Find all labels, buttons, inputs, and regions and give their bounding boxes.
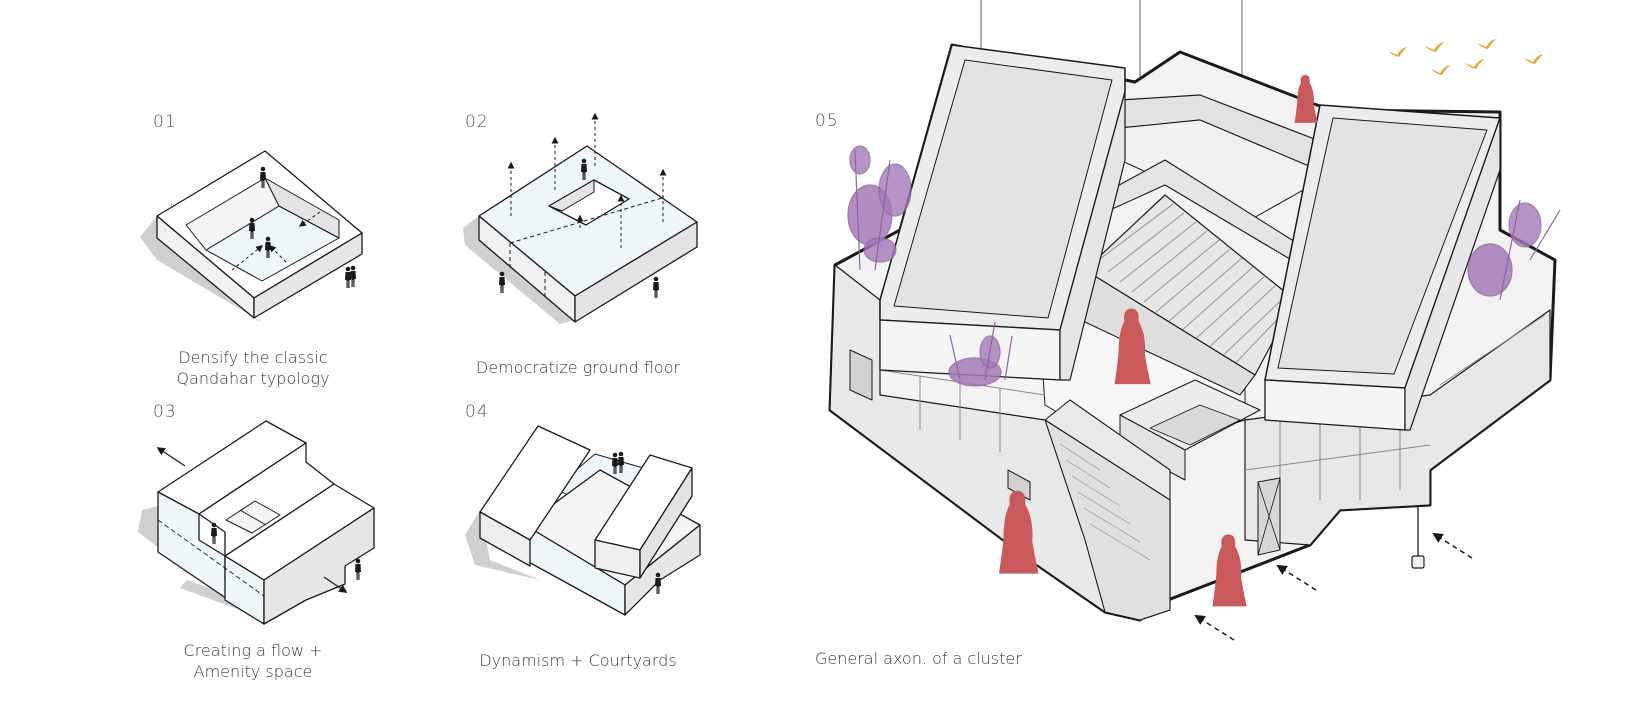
diagram-05-axon-cluster <box>828 0 1557 641</box>
bird-icon <box>1477 39 1496 49</box>
axon-door-brace <box>1257 477 1281 556</box>
person-silhouette-icon <box>655 572 661 594</box>
step-number-01: 01 <box>153 112 177 132</box>
diagram-01-inner-wall-back <box>264 177 340 239</box>
caption-04: Dynamism + Courtyards <box>448 650 708 671</box>
person-silhouette-icon <box>211 522 217 544</box>
bird-icon <box>1425 42 1444 52</box>
diagram-04-lower-block-side <box>624 524 701 616</box>
diagram-03-right-face <box>263 507 375 625</box>
person-silhouette-icon <box>1294 75 1318 123</box>
bird-icon <box>1465 59 1484 69</box>
person-silhouette-icon <box>355 558 361 580</box>
caption-04-line-1: Dynamism + Courtyards <box>479 651 677 670</box>
person-silhouette-icon <box>499 271 505 293</box>
axon-left-block-roof <box>893 59 1113 319</box>
plant-icon <box>1467 199 1561 301</box>
axon-external-stair <box>1044 419 1171 621</box>
caption-02-line-1: Democratize ground floor <box>475 358 681 377</box>
entry-arrow <box>1194 614 1235 641</box>
person-silhouette-icon <box>345 266 351 288</box>
caption-05-line-1: General axon. of a cluster <box>815 649 1022 668</box>
diagram-02-lifted-block <box>463 112 698 324</box>
birds <box>1388 39 1543 75</box>
caption-03: Creating a flow + Amenity space <box>123 640 383 682</box>
diagram-04-left-bar-face <box>479 511 531 567</box>
diagram-01-front-right <box>253 232 363 319</box>
entry-arrow <box>1432 532 1473 559</box>
step-number-04: 04 <box>465 402 489 422</box>
diagram-01-flow-arrow <box>269 245 287 263</box>
diagram-03-flow-arrow <box>323 576 348 593</box>
caption-02: Democratize ground floor <box>448 357 708 378</box>
axon-inner-stair-well <box>1149 404 1241 446</box>
diagram-01-flow-arrow <box>298 211 321 227</box>
axon-window <box>849 349 873 401</box>
axon-right-block-side <box>1404 117 1501 431</box>
diagram-01-flow-arrow <box>231 245 264 271</box>
diagram-04-rotated-blocks <box>465 425 701 616</box>
diagram-03-h-block <box>138 420 375 625</box>
step-number-02: 02 <box>465 112 489 132</box>
diagram-03-void-divider <box>239 509 267 526</box>
person-silhouette-icon <box>350 265 356 287</box>
caption-05: General axon. of a cluster <box>815 648 1135 669</box>
caption-01-line-1: Densify the classic <box>178 348 328 367</box>
bird-icon <box>1524 54 1543 64</box>
diagram-02-grid-line <box>509 197 663 244</box>
step-number-03: 03 <box>153 402 177 422</box>
caption-03-line-2: Amenity space <box>193 662 313 681</box>
caption-01: Densify the classic Qandahar typology <box>123 347 383 389</box>
entry-arrow <box>1276 564 1317 591</box>
diagram-03-floor-line <box>157 519 265 597</box>
diagram-03-center-top <box>198 442 335 557</box>
axon-post-base <box>1411 555 1425 569</box>
axon-left-block-side <box>1059 91 1126 381</box>
diagram-04-shadow <box>465 510 540 580</box>
step-number-05: 05 <box>815 111 839 131</box>
axon-stair-treads <box>1095 203 1294 372</box>
caption-01-line-2: Qandahar typology <box>176 369 330 388</box>
caption-03-line-1: Creating a flow + <box>183 641 323 660</box>
axon-facade-panels-right <box>1244 314 1546 500</box>
bird-icon <box>1431 65 1450 75</box>
plant-icon <box>847 145 912 271</box>
diagram-03-flow-arrow <box>156 447 186 467</box>
axon-external-stair-treads <box>1059 443 1151 561</box>
plant-icon <box>948 321 1013 387</box>
diagram-04-right-bar-side <box>639 467 693 579</box>
person-silhouette-icon <box>653 276 659 298</box>
diagram-01-courtyard-block <box>140 150 363 322</box>
bird-icon <box>1388 47 1407 57</box>
axon-right-block-roof <box>1277 117 1488 375</box>
diagram-02-front-right <box>574 221 698 323</box>
diagram-02-void-wall <box>548 179 595 212</box>
axon-window <box>1007 469 1031 501</box>
